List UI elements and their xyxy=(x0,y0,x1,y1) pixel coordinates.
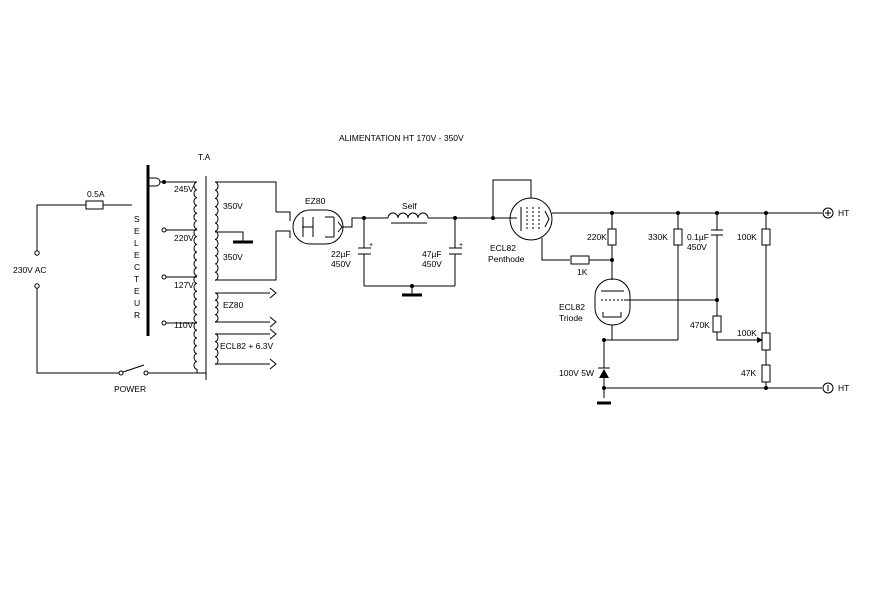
transformer-label: T.A xyxy=(198,152,211,162)
svg-text:47K: 47K xyxy=(741,368,756,378)
mains-terminal-top xyxy=(34,250,40,256)
tap-110v: 110V xyxy=(174,320,194,330)
power-switch-contact-left xyxy=(118,370,124,376)
output-negative-label: HT xyxy=(838,383,849,393)
tap-127v: 127V xyxy=(174,280,194,290)
svg-text:L: L xyxy=(134,238,139,248)
secondary-ecl82: ECL82 + 6.3V xyxy=(220,341,273,351)
pass-tube-label: ECL82 xyxy=(490,243,516,253)
svg-text:220K: 220K xyxy=(587,232,607,242)
fuse-label: 0.5A xyxy=(87,189,105,199)
secondary-ez80: EZ80 xyxy=(223,300,244,310)
pass-tube: ECL82 Penthode xyxy=(488,179,570,264)
zener-diode: 100V 5W xyxy=(559,338,611,405)
mains-terminal-bottom xyxy=(34,283,40,289)
cap2-voltage: 450V xyxy=(422,259,442,269)
secondary-350v-bottom: 350V xyxy=(223,252,243,262)
svg-text:T: T xyxy=(134,274,139,284)
cap2-value: 47µF xyxy=(422,249,442,259)
resistor-1k: 1K xyxy=(570,255,614,277)
choke-label: Self xyxy=(402,201,417,211)
svg-text:E: E xyxy=(134,286,140,296)
ez80-heater-winding xyxy=(214,292,219,323)
output-negative: HT xyxy=(822,382,849,394)
pass-tube-section: Penthode xyxy=(488,254,525,264)
penthode-envelope xyxy=(509,197,553,241)
svg-text:C: C xyxy=(134,262,140,272)
primary-winding xyxy=(193,181,198,370)
svg-text:450V: 450V xyxy=(687,242,707,252)
ecl82-heater-winding xyxy=(214,333,219,365)
svg-text:1K: 1K xyxy=(577,267,588,277)
fuse xyxy=(85,200,104,210)
rectifier-label: EZ80 xyxy=(305,196,326,206)
capacitor-0-1uf: 0.1µF 450V xyxy=(687,213,723,300)
tap-220v: 220V xyxy=(174,233,194,243)
power-switch xyxy=(122,364,145,373)
tap-245v: 245V xyxy=(174,184,194,194)
rectifier-tube: EZ80 xyxy=(276,196,364,245)
output-positive-label: HT xyxy=(838,208,849,218)
svg-text:100K: 100K xyxy=(737,328,757,338)
potentiometer-100k: 100K xyxy=(737,328,771,365)
selector-wiper xyxy=(148,177,161,187)
svg-text:470K: 470K xyxy=(690,320,710,330)
mains-input: 230V AC 0.5A POWER xyxy=(13,189,206,394)
driver-tube-section: Triode xyxy=(559,313,583,323)
resistor-330k: 330K xyxy=(648,213,683,340)
voltage-selector: S E L E C T E U R 245V 220V 127V 110V xyxy=(134,165,197,336)
svg-text:R: R xyxy=(134,310,140,320)
capacitor-22uf xyxy=(358,218,371,286)
resistor-100k-top: 100K xyxy=(737,213,771,333)
svg-text:E: E xyxy=(134,250,140,260)
svg-text:+: + xyxy=(369,242,373,249)
driver-tube-label: ECL82 xyxy=(559,302,585,312)
ez80-envelope xyxy=(292,209,344,245)
transformer: T.A 350V 350V EZ80 ECL82 + 6.3V xyxy=(193,152,277,380)
svg-text:100K: 100K xyxy=(737,232,757,242)
cap1-value: 22µF xyxy=(331,249,351,259)
svg-text:0.1µF: 0.1µF xyxy=(687,232,709,242)
mains-label: 230V AC xyxy=(13,265,47,275)
svg-text:+: + xyxy=(459,242,463,249)
selector-letters: S E L E C T E U R xyxy=(134,214,140,320)
filter-section: Self + 22µF 450V + 47µF 450V xyxy=(331,201,495,297)
choke-inductor xyxy=(387,212,429,219)
svg-text:330K: 330K xyxy=(648,232,668,242)
power-switch-label: POWER xyxy=(114,384,146,394)
resistor-470k: 470K xyxy=(690,300,757,341)
output-positive: HT xyxy=(822,207,849,219)
secondary-350v-top: 350V xyxy=(223,201,243,211)
resistor-47k: 47K xyxy=(741,364,771,388)
svg-text:U: U xyxy=(134,298,140,308)
svg-text:S: S xyxy=(134,214,140,224)
diagram-title: ALIMENTATION HT 170V - 350V xyxy=(339,133,464,143)
driver-tube: ECL82 Triode xyxy=(559,278,717,341)
svg-text:E: E xyxy=(134,226,140,236)
cap1-voltage: 450V xyxy=(331,259,351,269)
triode-envelope xyxy=(594,278,631,326)
hv-secondary-winding xyxy=(214,181,219,281)
power-switch-contact-right xyxy=(143,370,149,376)
svg-text:100V 5W: 100V 5W xyxy=(559,368,594,378)
capacitor-47uf xyxy=(449,218,462,286)
resistor-220k: 220K xyxy=(587,213,617,280)
